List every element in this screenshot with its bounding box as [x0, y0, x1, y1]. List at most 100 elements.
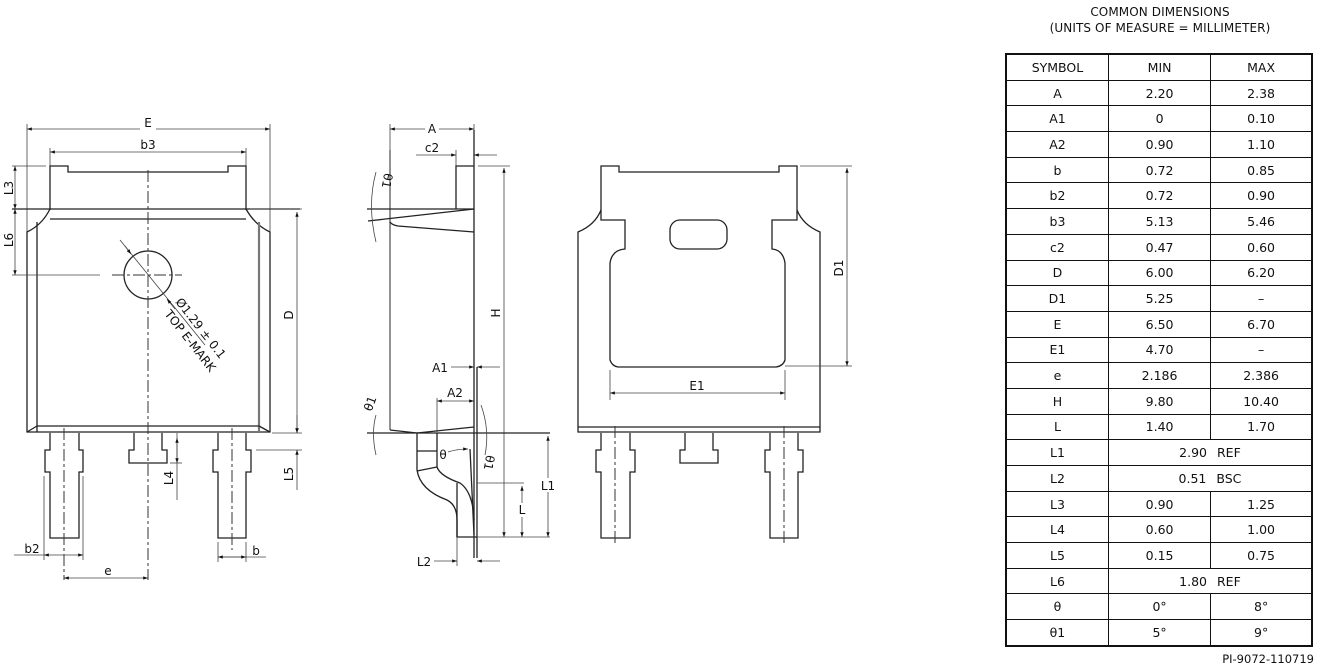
dim-label-b: b [252, 544, 260, 558]
dim-label-L: L [519, 503, 526, 517]
cell-max: 2.386 [1210, 362, 1313, 389]
cell-max: 2.38 [1210, 79, 1313, 107]
cell-max: 9° [1210, 619, 1313, 647]
dim-label-D1: D1 [832, 260, 846, 277]
cell-max: 1.10 [1210, 131, 1313, 158]
dim-label-A1: A1 [432, 361, 448, 375]
cell-min: 6.50 [1107, 310, 1212, 338]
cell-min: 0.60 [1107, 516, 1212, 544]
cell-symbol: θ [1005, 593, 1109, 621]
cell-symbol: A [1005, 79, 1109, 107]
e-mark-circle [123, 250, 173, 300]
bottom-view: D1 E1 [577, 165, 852, 545]
cell-symbol: L1 [1005, 439, 1109, 466]
dim-label-theta1-top: θ1 [379, 172, 395, 189]
side-view: A c2 θ1 H A1 A2 [361, 120, 558, 569]
dim-label-b3: b3 [140, 138, 155, 152]
cell-max: 10.40 [1210, 387, 1313, 415]
cell-symbol: b2 [1005, 182, 1109, 210]
drawing-code: PI-9072-110719 [1222, 652, 1314, 666]
cell-symbol: D [1005, 259, 1109, 287]
cell-min: 2.186 [1107, 362, 1212, 389]
cell-symbol: b [1005, 156, 1109, 184]
cell-min: 0.72 [1107, 182, 1212, 210]
cell-max: 1.70 [1210, 413, 1313, 441]
cell-max: 8° [1210, 593, 1313, 621]
cell-max: 0.60 [1210, 233, 1313, 261]
cell-symbol: c2 [1005, 233, 1109, 261]
cell-symbol: L2 [1005, 465, 1109, 492]
cell-symbol: E1 [1005, 336, 1109, 364]
dim-label-theta: θ [439, 448, 446, 462]
cell-max: – [1210, 285, 1313, 312]
cell-symbol: e [1005, 362, 1109, 389]
dim-label-L4: L4 [162, 471, 176, 485]
slot-opening [669, 219, 728, 250]
cell-max: 6.70 [1210, 310, 1313, 338]
ref-value: 1.80 [1179, 573, 1207, 589]
cell-min: 2.20 [1107, 79, 1212, 107]
cell-symbol: E [1005, 310, 1109, 338]
dim-label-H: H [489, 308, 503, 317]
bsc-note: BSC [1216, 470, 1242, 486]
dim-label-L2: L2 [417, 555, 431, 569]
package-outline-drawing: E b3 L3 L6 Ø1.29 ± 0.1 TOP E-M [2, 116, 852, 580]
cell-max: 1.00 [1210, 516, 1313, 544]
header-symbol: SYMBOL [1005, 53, 1109, 81]
dim-label-theta1-lead: θ1 [481, 454, 497, 471]
cell-symbol: L3 [1005, 490, 1109, 518]
table-header-row: SYMBOL MIN MAX [1005, 53, 1313, 81]
cell-min: 0 [1107, 105, 1212, 133]
table-title-line2: (UNITS OF MEASURE = MILLIMETER) [1049, 21, 1271, 35]
dim-label-E1: E1 [689, 379, 704, 393]
cell-max: – [1210, 336, 1313, 364]
cell-min: 0.72 [1107, 156, 1212, 184]
cell-symbol: A2 [1005, 131, 1109, 158]
cell-min: 0.90 [1107, 490, 1212, 518]
ref-note: REF [1217, 445, 1241, 461]
cell-symbol: L6 [1005, 567, 1109, 595]
cell-symbol: A1 [1005, 105, 1109, 133]
cell-min: 0.47 [1107, 233, 1212, 261]
cell-symbol: D1 [1005, 285, 1109, 312]
dim-label-L5: L5 [282, 467, 296, 481]
cell-min: 1.40 [1107, 413, 1212, 441]
cell-symbol: H [1005, 387, 1109, 415]
cell-max: 0.85 [1210, 156, 1313, 184]
cell-max: 1.25 [1210, 490, 1313, 518]
dim-label-theta1-bottom: θ1 [361, 394, 379, 413]
cell-symbol: L [1005, 413, 1109, 441]
dim-label-c2: c2 [425, 141, 439, 155]
cell-min: 5.25 [1107, 285, 1212, 312]
dim-label-e: e [104, 564, 111, 578]
cell-max: 0.10 [1210, 105, 1313, 133]
cell-min: 0.90 [1107, 131, 1212, 158]
cell-min: 9.80 [1107, 387, 1212, 415]
cell-min: 0° [1107, 593, 1212, 621]
dim-label-L6: L6 [2, 233, 16, 247]
dim-label-A2: A2 [447, 386, 463, 400]
dim-label-L3: L3 [2, 181, 16, 195]
